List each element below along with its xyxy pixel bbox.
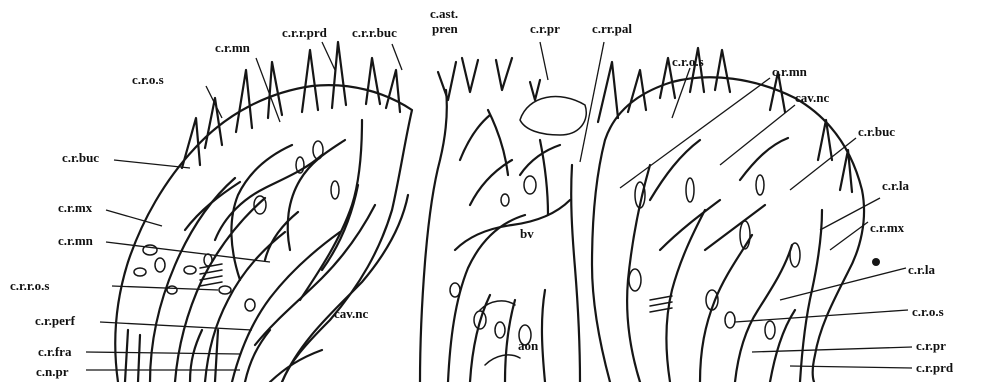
labels-right: c.r.o.s c.r.mn cav.nc c.r.buc c.r.la c.r… <box>672 54 954 375</box>
right-specimen <box>592 48 880 382</box>
center-specimen <box>420 58 586 382</box>
label-c-r-o-s-top-right: c.r.o.s <box>672 54 704 69</box>
label-c-r-pr-center: c.r.pr <box>530 21 560 36</box>
label-c-r-r-prd: c.r.r.prd <box>282 25 328 40</box>
label-c-n-pr: c.n.pr <box>36 364 69 379</box>
label-bv: bv <box>520 226 534 241</box>
label-c-r-mx-left: c.r.mx <box>58 200 93 215</box>
label-c-r-perf: c.r.perf <box>35 313 76 328</box>
label-c-r-mx-right: c.r.mx <box>870 220 905 235</box>
label-c-r-mn-right: c.r.mn <box>772 64 808 79</box>
label-c-r-buc-left: c.r.buc <box>62 150 99 165</box>
label-cav-nc-left: cav.nc <box>334 306 369 321</box>
label-c-rr-pal: c.rr.pal <box>592 21 632 36</box>
label-c-r-buc-right: c.r.buc <box>858 124 895 139</box>
label-cav-nc-right: cav.nc <box>795 90 830 105</box>
label-pren: pren <box>432 21 459 36</box>
label-c-r-fra: c.r.fra <box>38 344 72 359</box>
center-right-outline <box>571 165 580 382</box>
label-aon: aon <box>518 338 539 353</box>
label-c-r-mn-top-left: c.r.mn <box>215 40 251 55</box>
label-c-r-mn-left: c.r.mn <box>58 233 94 248</box>
labels-left: c.r.o.s c.r.mn c.r.r.prd c.r.r.buc c.r.b… <box>10 25 397 379</box>
right-outer-outline <box>592 77 864 382</box>
label-c-r-r-buc: c.r.r.buc <box>352 25 397 40</box>
label-c-r-o-s-top-left: c.r.o.s <box>132 72 164 87</box>
label-c-r-o-s-right: c.r.o.s <box>912 304 944 319</box>
left-specimen <box>115 42 412 382</box>
labels-center: c.ast. pren c.r.pr c.rr.pal bv aon <box>430 6 632 353</box>
label-c-r-pr-right: c.r.pr <box>916 338 946 353</box>
label-c-r-prd-right: c.r.prd <box>916 360 954 375</box>
label-c-ast: c.ast. <box>430 6 458 21</box>
label-c-r-la-lower: c.r.la <box>908 262 935 277</box>
label-c-r-r-o-s: c.r.r.o.s <box>10 278 49 293</box>
center-left-outline <box>420 90 447 382</box>
label-c-r-la-upper: c.r.la <box>882 178 909 193</box>
